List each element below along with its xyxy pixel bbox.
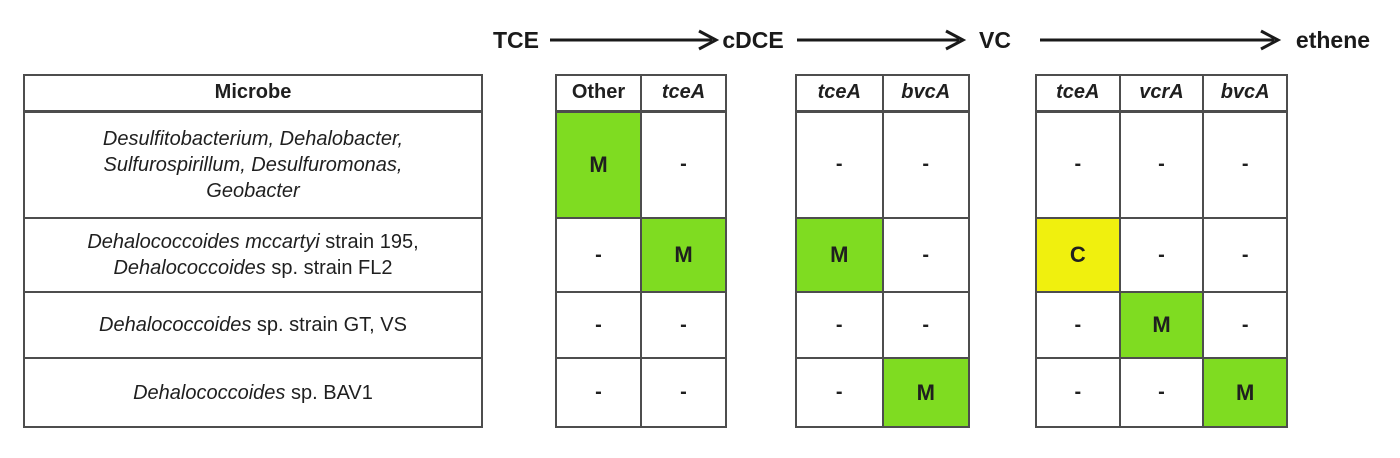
gene-cell: - (555, 357, 642, 428)
gene-row: -M (555, 217, 727, 293)
gene-cell: - (1202, 291, 1288, 359)
gene-row: --M (1035, 357, 1288, 428)
gene-column-header: Other (555, 74, 642, 113)
gene-cell-positive: C (1035, 217, 1121, 293)
microbe-row: Dehalococcoides mccartyi strain 195,Deha… (23, 217, 483, 293)
gene-cell: - (1202, 110, 1288, 219)
gene-cell: - (795, 357, 884, 428)
gene-cell-positive: M (555, 110, 642, 219)
gene-row: -- (795, 291, 970, 359)
pathway-arrows (550, 29, 1282, 51)
gene-cell: - (1118, 217, 1205, 293)
pathway-label-cdce: cDCE (722, 27, 784, 53)
microbe-header: Microbe (23, 74, 483, 113)
gene-cell: - (1118, 110, 1205, 219)
gene-column-header: bvcA (881, 74, 970, 113)
microbe-row: Dehalococcoides sp. strain GT, VS (23, 291, 483, 359)
microbe-cell: Desulfitobacterium, Dehalobacter,Sulfuro… (23, 110, 483, 219)
microbe-cell: Dehalococcoides sp. BAV1 (23, 357, 483, 428)
gene-row: -M (795, 357, 970, 428)
gene-row: -M- (1035, 291, 1288, 359)
gene-cell: - (640, 110, 727, 219)
gene-cell: - (1202, 217, 1288, 293)
gene-cell-positive: M (1118, 291, 1205, 359)
gene-row: M- (795, 217, 970, 293)
gene-row: M- (555, 110, 727, 219)
right-arrow-icon (550, 29, 720, 51)
microbe-header-row: Microbe (23, 74, 483, 113)
microbe-row: Desulfitobacterium, Dehalobacter,Sulfuro… (23, 110, 483, 219)
gene-cell: - (1035, 291, 1121, 359)
gene-cell-positive: M (640, 217, 727, 293)
gene-cell: - (795, 291, 884, 359)
gene-cell: - (881, 291, 970, 359)
gene-column-header: bvcA (1202, 74, 1288, 113)
gene-cell-positive: M (881, 357, 970, 428)
gene-column-header: tceA (640, 74, 727, 113)
gene-cell: - (1035, 357, 1121, 428)
gene-cell: - (555, 291, 642, 359)
microbe-cell: Dehalococcoides mccartyi strain 195,Deha… (23, 217, 483, 293)
gene-cell: - (881, 217, 970, 293)
gene-cell: - (555, 217, 642, 293)
pathway-label-tce: TCE (493, 27, 539, 53)
pathway-label-ethene: ethene (1295, 27, 1371, 53)
gene-row: -- (795, 110, 970, 219)
microbe-cell: Dehalococcoides sp. strain GT, VS (23, 291, 483, 359)
gene-cell: - (1118, 357, 1205, 428)
gene-row: -- (555, 357, 727, 428)
gene-row: --- (1035, 110, 1288, 219)
microbe-row: Dehalococcoides sp. BAV1 (23, 357, 483, 428)
gene-cell-positive: M (1202, 357, 1288, 428)
gene-cell-positive: M (795, 217, 884, 293)
pathway-label-vc: VC (979, 27, 1011, 53)
gene-cell: - (795, 110, 884, 219)
right-arrow-icon (1040, 29, 1282, 51)
right-arrow-icon (797, 29, 967, 51)
gene-cell: - (640, 357, 727, 428)
microbe-table: Microbe Desulfitobacterium, Dehalobacter… (23, 74, 483, 428)
gene-row: -- (555, 291, 727, 359)
gene-cell: - (640, 291, 727, 359)
gene-cell: - (881, 110, 970, 219)
gene-cell: - (1035, 110, 1121, 219)
gene-column-header: tceA (1035, 74, 1121, 113)
gene-column-header: tceA (795, 74, 884, 113)
gene-column-header: vcrA (1118, 74, 1205, 113)
gene-row: C-- (1035, 217, 1288, 293)
